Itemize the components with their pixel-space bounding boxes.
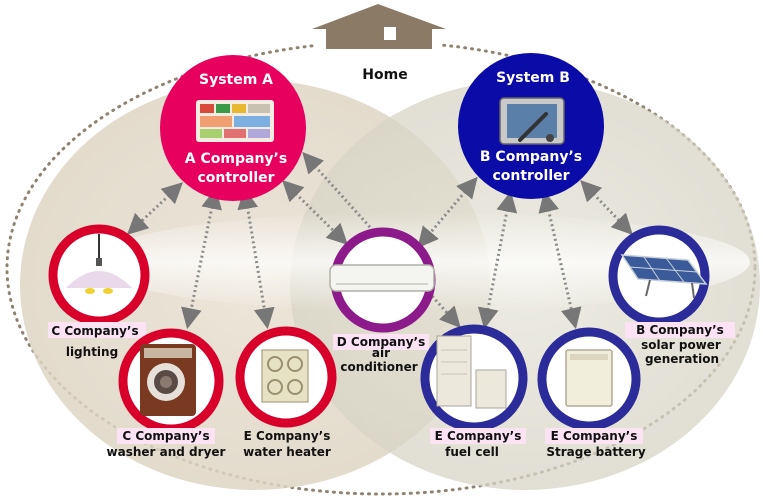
air-conditioner-icon xyxy=(329,264,435,292)
label-lighting: C Company’s lighting xyxy=(48,322,146,359)
fuel-cell-line1: E Company’s xyxy=(435,429,522,443)
aircon-line1: D Company’s xyxy=(337,335,425,349)
battery-icon xyxy=(565,349,613,407)
solar-panel-icon xyxy=(620,254,708,299)
aircon-line3: conditioner xyxy=(340,360,417,374)
solar-line2: solar power xyxy=(641,338,721,352)
washer-icon xyxy=(140,344,196,416)
water-heater-line1: E Company’s xyxy=(244,429,331,443)
label-fuel-cell: E Company’s fuel cell xyxy=(430,428,526,459)
lamp-icon xyxy=(66,234,132,294)
system-b-node: System B B Company’s controller xyxy=(458,53,604,199)
aircon-line2: air xyxy=(372,346,390,360)
device-solar xyxy=(608,225,710,327)
system-a-controller-line1: A Company’s xyxy=(185,151,287,167)
system-b-controller-line2: controller xyxy=(492,168,569,184)
fuel-cell-line2: fuel cell xyxy=(445,445,499,459)
washer-line2: washer and dryer xyxy=(107,445,226,459)
fuel-cell-icon xyxy=(436,335,507,409)
water-heater-icon xyxy=(261,349,309,403)
device-lighting xyxy=(48,224,150,326)
device-storage-battery xyxy=(537,327,641,431)
system-a-node: System A A Company’s controller xyxy=(160,55,306,201)
label-solar: B Company’s solar power generation xyxy=(625,322,735,366)
battery-line1: E Company’s xyxy=(551,429,638,443)
label-air-conditioner: D Company’s air conditioner xyxy=(333,334,429,374)
system-a-title: System A xyxy=(199,72,273,88)
touchscreen-controller-icon xyxy=(196,100,274,142)
label-washer: C Company’s washer and dryer xyxy=(107,428,226,459)
lighting-line1: C Company’s xyxy=(51,324,138,338)
solar-line1: B Company’s xyxy=(636,323,724,337)
lighting-line2: lighting xyxy=(66,345,118,359)
device-washer xyxy=(118,328,224,434)
washer-line1: C Company’s xyxy=(122,429,209,443)
system-b-title: System B xyxy=(496,70,570,86)
device-fuel-cell xyxy=(420,324,528,432)
water-heater-line2: water heater xyxy=(243,445,331,459)
label-storage-battery: E Company’s Strage battery xyxy=(545,428,646,459)
system-b-controller-line1: B Company’s xyxy=(480,149,582,165)
solar-line3: generation xyxy=(645,352,719,366)
device-air-conditioner xyxy=(329,227,436,333)
arrow-b-fuel-cell xyxy=(477,190,518,330)
device-water-heater xyxy=(235,326,337,428)
battery-line2: Strage battery xyxy=(546,445,646,459)
label-water-heater: E Company’s water heater xyxy=(243,429,331,459)
arrow-b-battery xyxy=(538,190,582,330)
arrow-b-aircon xyxy=(417,176,478,249)
touch-panel-controller-icon xyxy=(499,97,565,145)
home-label: Home xyxy=(362,67,407,83)
arrow-a-lighting xyxy=(126,182,184,235)
system-a-controller-line2: controller xyxy=(197,170,274,186)
arrow-b-solar xyxy=(580,179,633,236)
house-icon xyxy=(312,4,446,49)
